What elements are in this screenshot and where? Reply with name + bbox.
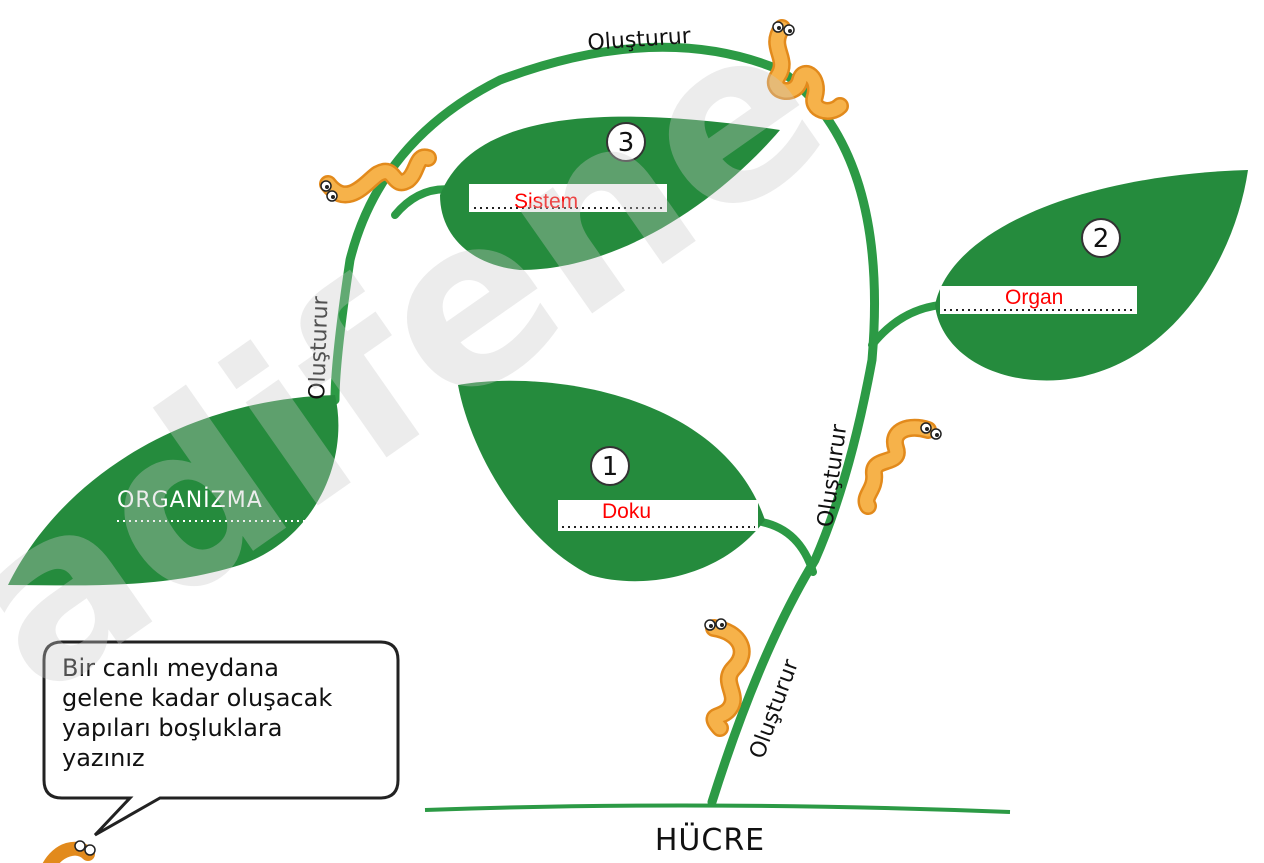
leaf-2-number: 2: [1093, 224, 1110, 254]
leaf-3-number-circle: [606, 122, 646, 162]
leaf-1-number-circle: [590, 446, 630, 486]
organism-label: ORGANİZMA: [117, 487, 263, 513]
leaf-1-answer-box[interactable]: [558, 500, 758, 531]
speech-bubble: Bir canlı meydana gelene kadar oluşacak …: [42, 640, 400, 837]
worm-icon-right: [857, 418, 942, 515]
branch-leaf-1: [758, 518, 817, 576]
ground-line: [424, 803, 1011, 814]
leaf-1: 1 Doku: [458, 380, 765, 582]
worm-icon-bottom: [704, 618, 751, 737]
bubble-line-3: yapıları boşluklara: [62, 714, 283, 742]
leaf-1-number: 1: [602, 452, 619, 482]
branch-leaf-2: [868, 301, 944, 349]
leaf-3-answer: Sistem: [514, 190, 578, 213]
leaf-3-answer-box[interactable]: [469, 184, 667, 212]
worm-icon-top: [767, 19, 849, 120]
leaf-2-answer: Organ: [1005, 286, 1063, 309]
organism-leaf: ORGANİZMA: [8, 395, 339, 586]
leaf-2-number-circle: [1081, 218, 1121, 258]
leaf-2: 2 Organ: [935, 170, 1248, 381]
bubble-line-1: Bir canlı meydana: [62, 654, 279, 682]
bubble-line-4: yazınız: [62, 744, 145, 772]
leaf-2-answer-box[interactable]: [940, 286, 1137, 314]
leaf-1-answer: Doku: [602, 500, 651, 523]
bubble-line-2: gelene kadar oluşacak: [62, 684, 332, 712]
leaf-3: 3 Sistem: [440, 116, 780, 270]
stem-label-left: Oluşturur: [305, 295, 334, 400]
stem-label-bottom: Oluşturur: [745, 655, 804, 762]
leaf-3-number: 3: [618, 128, 635, 158]
worm-icon-left: [319, 148, 437, 204]
worm-icon-corner: [42, 840, 96, 863]
ground-label: HÜCRE: [655, 822, 765, 858]
